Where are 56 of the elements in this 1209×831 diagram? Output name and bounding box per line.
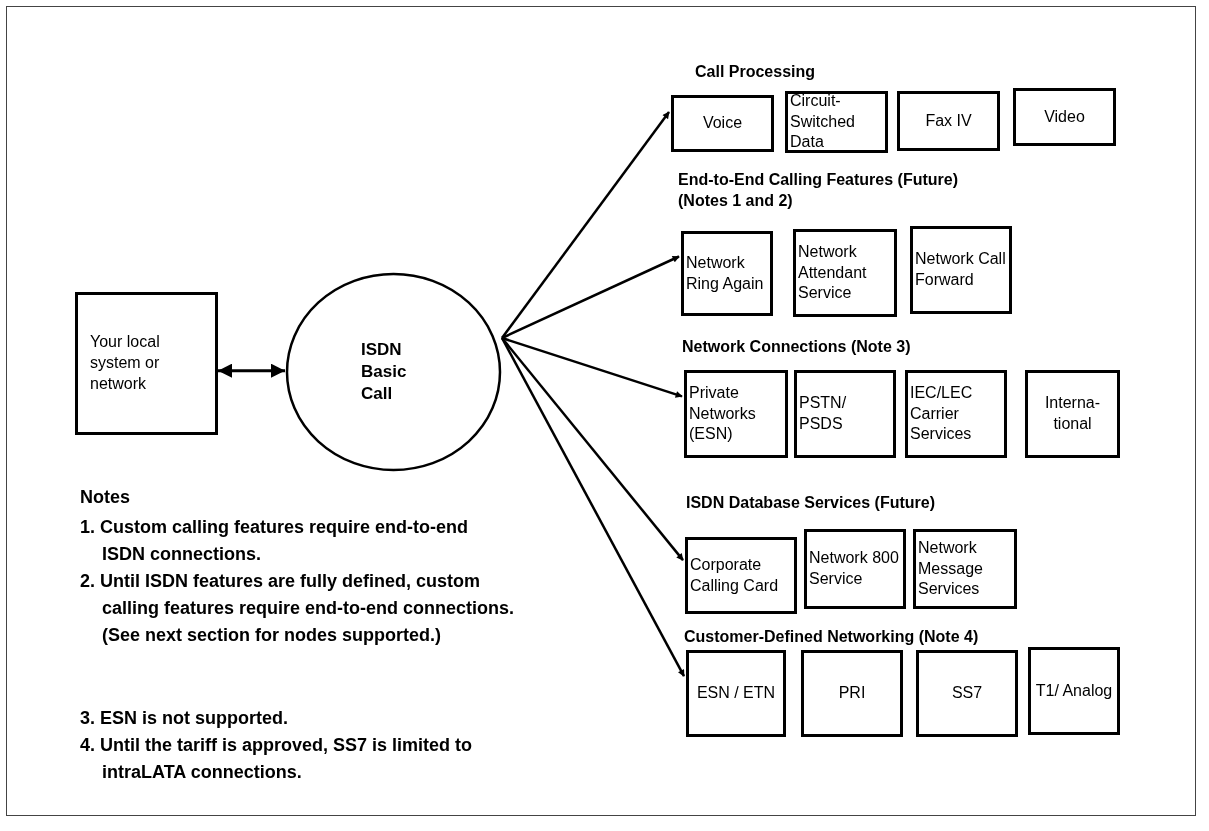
- node-label: Video: [1044, 106, 1085, 127]
- node-label: Network Ring Again: [686, 252, 765, 294]
- process-box: [1028, 647, 1120, 735]
- process-box: [671, 95, 774, 152]
- node-label: Voice: [702, 113, 743, 134]
- node-label: Network Call Forward: [915, 249, 1007, 290]
- note-text: 4. Until the tariff is approved, SS7 is limited to intraLATA connections.: [80, 734, 474, 784]
- group-heading: ISDN Database Services (Future): [686, 493, 936, 513]
- group-heading: Customer-Defined Networking (Note 4): [684, 627, 980, 647]
- note-text: 1. Custom calling features require end-to-end ISDN connections.: [80, 516, 470, 566]
- process-box: [793, 229, 897, 317]
- node-label: Corporate Calling Card: [690, 554, 780, 596]
- node-label: Fax IV: [925, 110, 972, 131]
- node-label: Private Networks (ESN): [689, 382, 757, 445]
- process-box: [801, 650, 903, 737]
- note-text: 3. ESN is not supported.: [80, 707, 290, 730]
- process-box: [905, 370, 1007, 458]
- arrow: [500, 337, 686, 677]
- node-label: Network Message Services: [918, 537, 984, 600]
- node-label: SS7: [951, 683, 983, 704]
- node-label: ESN / ETN: [696, 683, 776, 704]
- node-label: IEC/LEC Carrier Services: [910, 382, 974, 445]
- node-label: PSTN/ PSDS: [799, 393, 848, 434]
- group-heading: Call Processing: [695, 62, 817, 82]
- group-heading: Network Connections (Note 3): [682, 337, 912, 357]
- process-box: [681, 231, 773, 316]
- process-box: [1025, 370, 1120, 458]
- node-label: Network Attendant Service: [798, 241, 868, 304]
- process-box: [684, 370, 788, 458]
- node-label: Interna-tional: [1043, 393, 1102, 434]
- process-box: [897, 91, 1000, 151]
- node-label: Network 800 Service: [809, 548, 900, 589]
- arrow: [501, 111, 670, 339]
- process-box: [916, 650, 1018, 737]
- node-label: ISDN Basic Call: [361, 338, 408, 406]
- process-box: [1013, 88, 1116, 146]
- arrow: [501, 336, 683, 398]
- process-box: [913, 529, 1017, 609]
- group-heading: End-to-End Calling Features (Future) (Notes 1 and 2): [678, 170, 959, 211]
- process-box: [785, 91, 888, 153]
- process-box: [75, 292, 218, 435]
- node-label: Circuit-Switched Data: [790, 90, 856, 153]
- arrow: [218, 363, 285, 378]
- process-box: [794, 370, 896, 458]
- circle-node: [285, 272, 502, 472]
- note-text: 2. Until ISDN features are fully defined, custom calling features require end-to-end connections. (See next section for nodes supported.): [80, 570, 516, 647]
- process-box: [804, 529, 906, 609]
- process-box: [685, 537, 797, 614]
- process-box: [910, 226, 1012, 314]
- node-label: PRI: [838, 683, 866, 704]
- notes-heading: Notes: [80, 486, 131, 509]
- node-label: T1/ Analog: [1035, 680, 1113, 701]
- arrow: [501, 337, 684, 561]
- node-label: Your local system or network: [90, 332, 161, 394]
- arrow: [501, 255, 680, 340]
- process-box: [686, 650, 786, 737]
